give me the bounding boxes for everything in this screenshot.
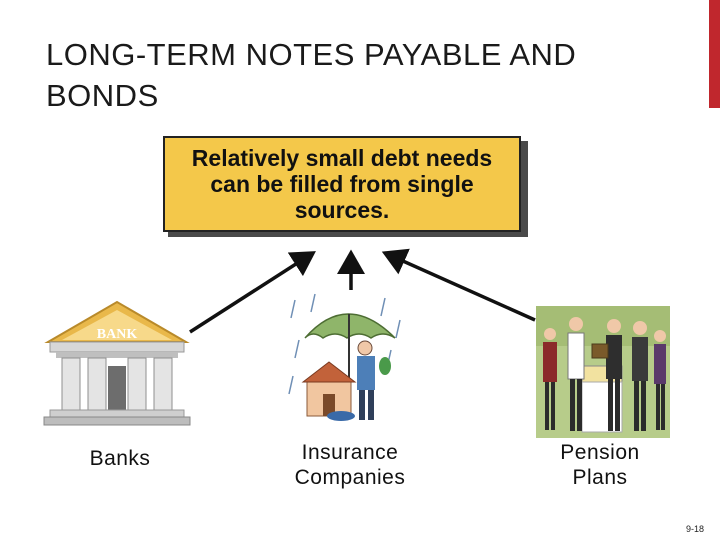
slide-title: LONG-TERM NOTES PAYABLE AND BONDS: [46, 37, 577, 113]
arrow-banks: [189, 251, 316, 334]
accent-bar: [709, 0, 720, 108]
pension-people-icon: [536, 306, 670, 438]
callout-box: Relatively small debt needs can be fille…: [163, 136, 521, 232]
slide-number: 9-18: [685, 524, 704, 534]
callout-text: Relatively small debt needs can be fille…: [191, 145, 493, 223]
pension-plans-label: Pension Plans: [560, 441, 640, 489]
banks-label: Banks: [89, 447, 151, 470]
bank-building-icon: BANK: [43, 300, 191, 426]
bank-sign-text: BANK: [97, 327, 138, 342]
arrow-pension: [381, 248, 536, 322]
insurance-umbrella-icon: [285, 290, 410, 430]
insurance-companies-label: Insurance Companies: [294, 441, 406, 489]
